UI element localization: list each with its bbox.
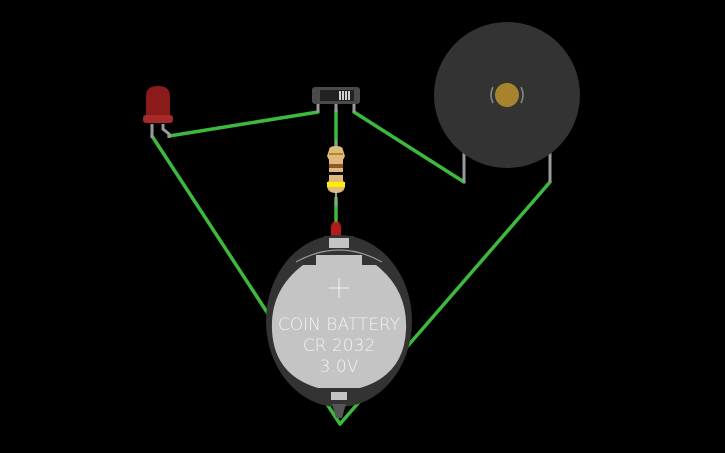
resistor-band-1 bbox=[329, 153, 343, 155]
switch-slot bbox=[320, 90, 354, 101]
battery-bottom-tab-inner bbox=[331, 392, 347, 400]
led[interactable] bbox=[143, 86, 173, 138]
resistor-band-3 bbox=[329, 172, 343, 175]
slide-switch[interactable] bbox=[312, 87, 360, 112]
battery-terminal-positive bbox=[331, 222, 341, 236]
led-rim bbox=[143, 115, 173, 123]
battery-holder-arc bbox=[295, 249, 383, 263]
buzzer-center bbox=[495, 83, 519, 107]
piezo-buzzer[interactable] bbox=[434, 22, 580, 182]
coin-battery[interactable]: COIN BATTERY CR 2032 3.0V bbox=[266, 206, 412, 418]
battery-label-line2: CR 2032 bbox=[303, 336, 375, 356]
wire-led-to-switch[interactable] bbox=[167, 110, 320, 138]
resistor[interactable] bbox=[327, 140, 345, 206]
sound-wave-right-icon bbox=[520, 86, 524, 104]
battery-top-tab-inner bbox=[329, 238, 349, 248]
resistor-band-4 bbox=[327, 182, 345, 187]
battery-cell bbox=[271, 255, 407, 388]
switch-knob[interactable] bbox=[339, 91, 350, 100]
led-body bbox=[146, 86, 170, 118]
plus-icon bbox=[329, 278, 349, 298]
wire-switch-to-buzzer[interactable] bbox=[352, 110, 466, 184]
battery-label-line1: COIN BATTERY bbox=[278, 315, 400, 335]
resistor-band-2 bbox=[329, 164, 343, 168]
resistor-body bbox=[327, 146, 345, 193]
battery-label-line3: 3.0V bbox=[320, 357, 359, 377]
sound-wave-left-icon bbox=[490, 86, 494, 104]
battery-bottom-lead bbox=[332, 404, 346, 418]
led-anode-lead bbox=[161, 124, 171, 138]
